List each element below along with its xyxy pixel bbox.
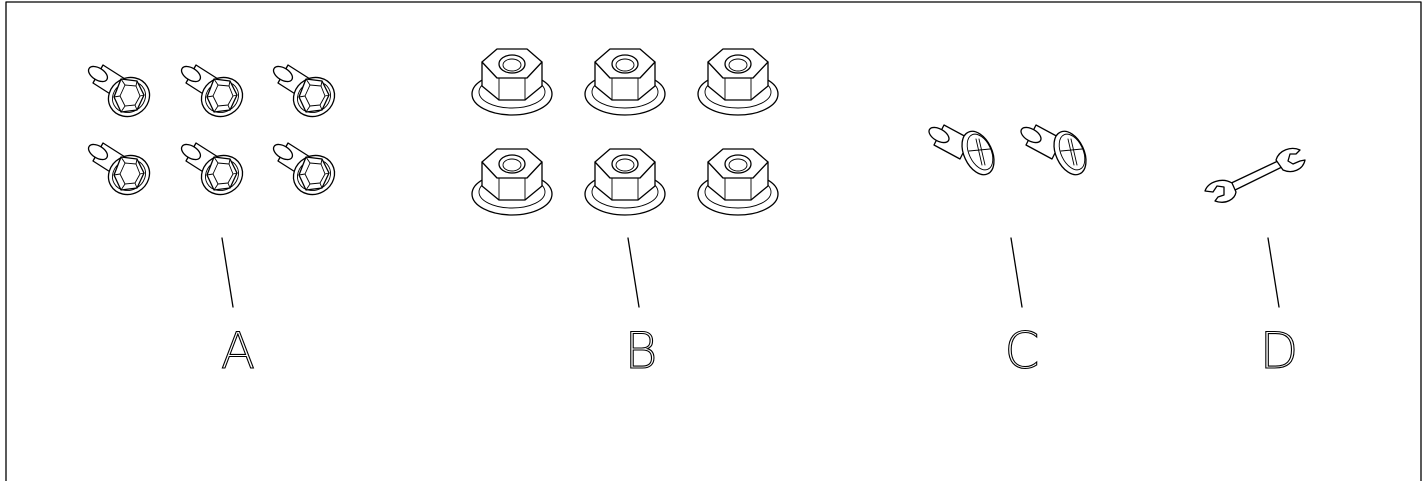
part-label-a: A (221, 322, 255, 380)
leader-lines (221, 237, 1280, 308)
leader-line-c (1010, 237, 1023, 308)
part-a-bolts (85, 62, 343, 203)
part-label-c: C (1005, 322, 1040, 380)
part-c-screws (925, 123, 1094, 181)
part-labels: A B C D (220, 321, 1299, 380)
part-b-nuts (471, 48, 779, 216)
leader-line-d (1267, 237, 1280, 308)
leader-line-a (221, 237, 234, 308)
part-d-wrench-icon (1204, 147, 1306, 203)
leader-line-b (627, 237, 640, 308)
frame-border (5, 1, 1422, 481)
part-label-b: B (625, 322, 658, 380)
part-label-d: D (1260, 322, 1299, 380)
